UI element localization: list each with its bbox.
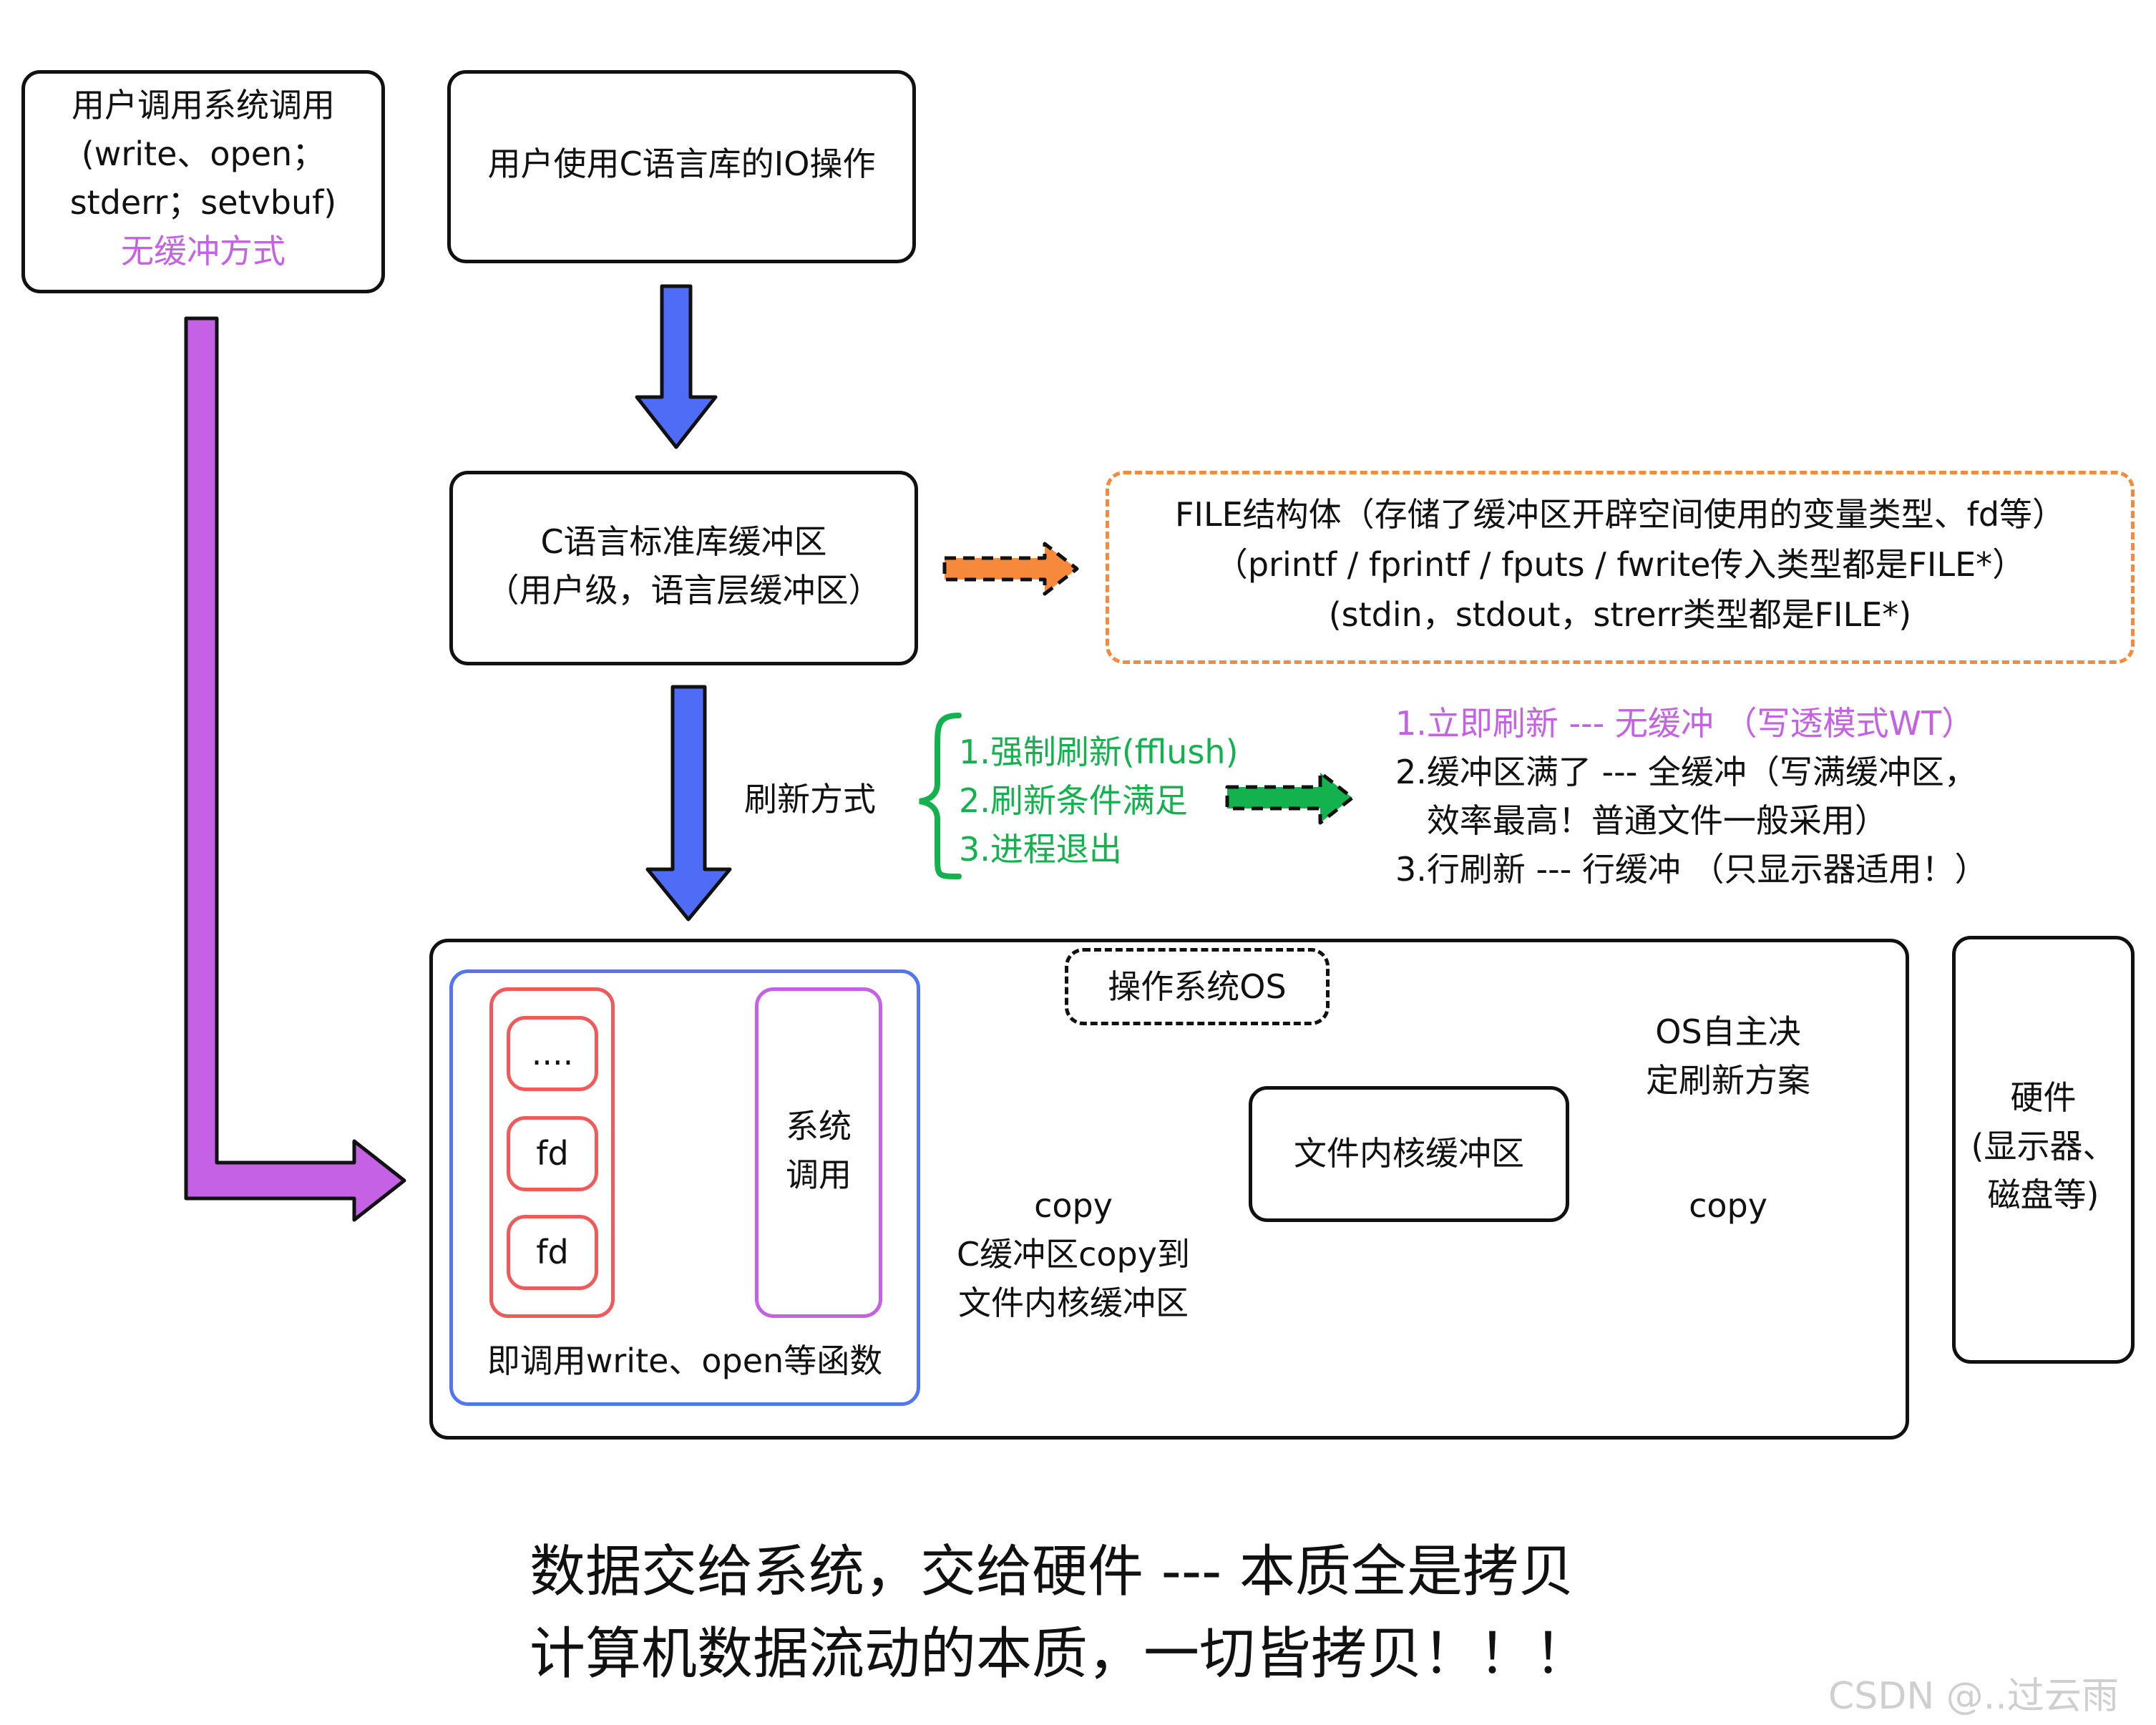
kernel-buffer-label: 文件内核缓冲区 <box>1294 1134 1524 1173</box>
flush-mode-3: 3.行刷新 --- 行缓冲 （只显示器适用！） <box>1395 850 1988 889</box>
hardware-line2: (显示器、 <box>1971 1127 2116 1166</box>
os-decide-line1: OS自主决 <box>1655 1012 1801 1051</box>
purple-arrow <box>184 316 406 1222</box>
user-syscall-line1: 用户调用系统调用 <box>72 86 335 124</box>
c-buffer-box <box>449 471 918 665</box>
flush-condition-1: 1.强制刷新(fflush) <box>959 733 1239 771</box>
down-arrow-1 <box>635 284 718 449</box>
fd-item-1 <box>507 1116 598 1191</box>
fd-item-ellipsis <box>507 1016 598 1091</box>
flush-label: 刷新方式 <box>744 780 876 818</box>
copy1-desc-1: C缓冲区copy到 <box>957 1235 1190 1274</box>
watermark: CSDN @..过云雨 <box>1828 1675 2119 1718</box>
down-arrow-2 <box>645 685 732 922</box>
flush-mode-2: 2.缓冲区满了 --- 全缓冲（写满缓冲区， <box>1395 753 1977 791</box>
orange-dashed-arrow <box>942 542 1079 596</box>
copy2-label: copy <box>1689 1186 1767 1225</box>
syscall-box <box>755 987 882 1318</box>
flush-condition-2: 2.刷新条件满足 <box>959 781 1188 820</box>
hardware-line1: 硬件 <box>2010 1078 2077 1117</box>
flush-mode-2-cont: 效率最高！普通文件一般采用） <box>1395 801 1888 840</box>
file-struct-line1: FILE结构体（存储了缓冲区开辟空间使用的变量类型、fd等） <box>1174 495 2066 534</box>
file-struct-line3: (stdin，stdout，strerr类型都是FILE*) <box>1328 595 1912 634</box>
os-title: 操作系统OS <box>1108 967 1287 1006</box>
copy1-label: copy <box>1034 1186 1113 1225</box>
c-buffer-line1: C语言标准库缓冲区 <box>540 522 827 561</box>
flush-condition-3: 3.进程退出 <box>959 830 1122 869</box>
c-io-label: 用户使用C语言库的IO操作 <box>487 145 876 183</box>
os-title-box <box>1065 948 1330 1025</box>
os-decide-line2: 定刷新方案 <box>1646 1061 1810 1100</box>
user-syscall-line3: stderr；setvbuf) <box>69 183 337 222</box>
user-syscall-note: 无缓冲方式 <box>121 232 286 270</box>
user-syscall-line2: (write、open； <box>81 135 326 173</box>
kernel-buffer-box <box>1249 1086 1569 1222</box>
fd-item-1-label: fd <box>536 1134 569 1173</box>
fd-item-ellipsis-label: .... <box>531 1034 574 1072</box>
fd-item-2-label: fd <box>536 1233 569 1271</box>
syscall-line2: 调用 <box>786 1155 852 1194</box>
syscall-caption: 即调用write、open等函数 <box>487 1342 883 1380</box>
hardware-line3: 磁盘等) <box>1987 1176 2099 1214</box>
flush-mode-1: 1.立即刷新 --- 无缓冲 （写透模式WT） <box>1395 704 1975 743</box>
c-buffer-line2: （用户级，语言层缓冲区） <box>486 571 882 610</box>
copy1-desc-2: 文件内核缓冲区 <box>958 1284 1189 1322</box>
green-dashed-arrow <box>1225 771 1355 825</box>
fd-item-2 <box>507 1215 598 1290</box>
summary-line1: 数据交给系统，交给硬件 --- 本质全是拷贝 <box>530 1540 1575 1604</box>
green-brace <box>919 713 962 879</box>
file-struct-line2: （printf / fprintf / fputs / fwrite传入类型都是… <box>1214 545 2026 584</box>
syscall-line1: 系统 <box>786 1107 852 1145</box>
c-io-box <box>447 70 916 263</box>
summary-line2: 计算机数据流动的本质，一切皆拷贝！！！ <box>530 1622 1591 1686</box>
file-struct-box <box>1106 471 2135 664</box>
hardware-box <box>1952 936 2135 1364</box>
user-syscall-box <box>21 70 385 293</box>
